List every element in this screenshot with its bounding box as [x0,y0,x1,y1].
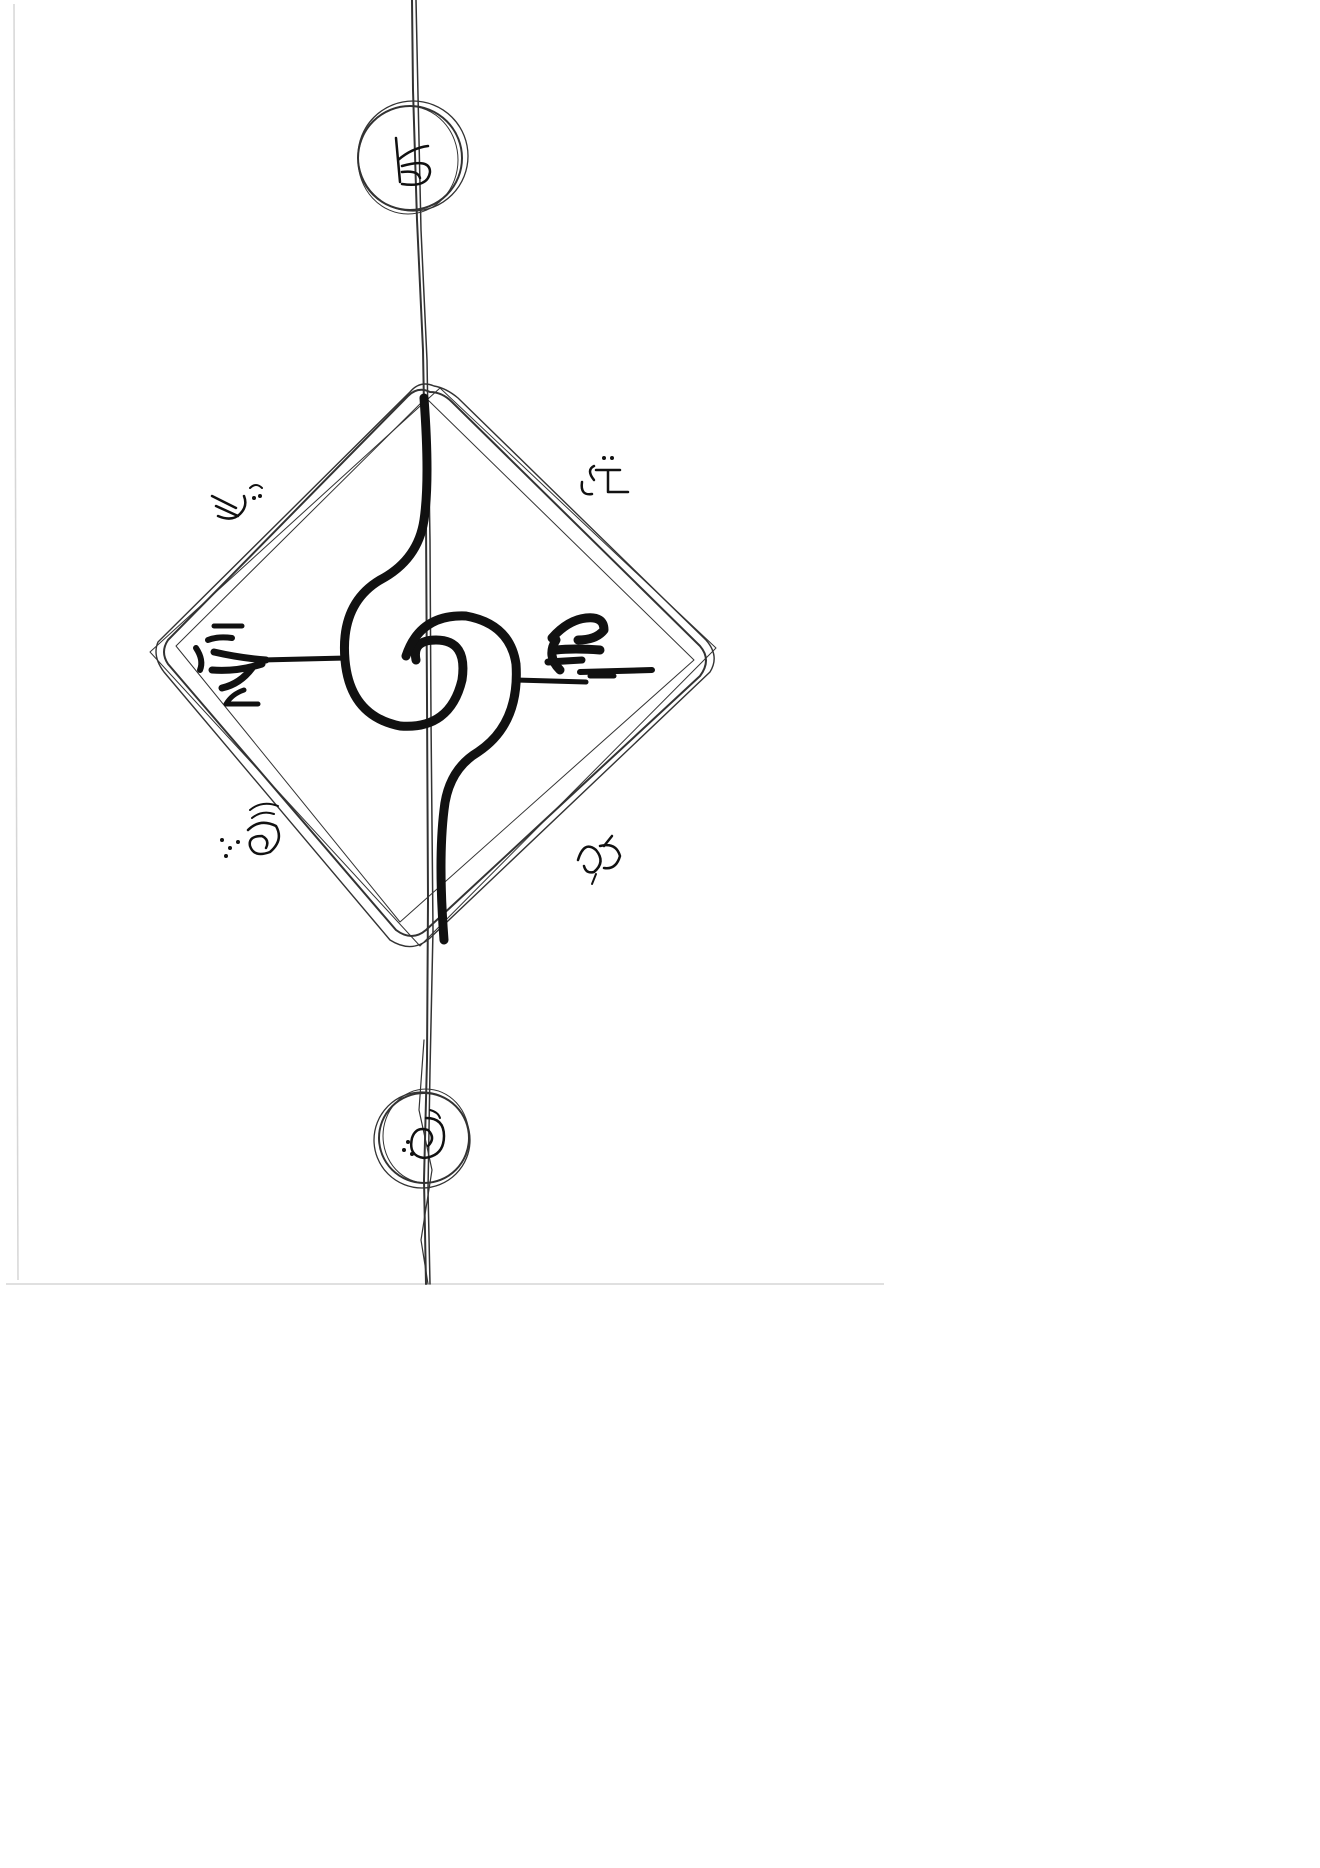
right-hand-icon [548,618,652,676]
spiral-glyph-medallion-icon [374,1089,470,1188]
top-left-glyph-icon [212,485,262,519]
left-hand-icon [196,626,266,704]
top-right-glyph-icon [582,456,628,494]
bottom-right-glyph-icon [578,836,620,884]
bottom-left-glyph-icon [220,804,279,858]
